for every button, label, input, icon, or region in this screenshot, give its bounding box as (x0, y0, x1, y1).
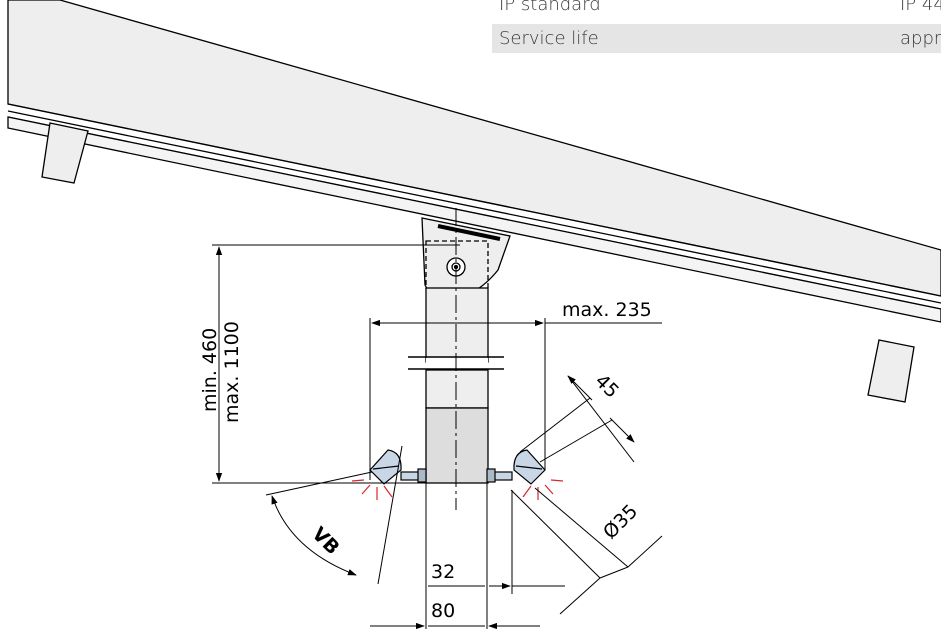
dim-lamp-length: 45 (590, 370, 623, 403)
rail-underside (7, 116, 941, 323)
dim-width-max: max. 235 (562, 299, 652, 321)
pole-base (425, 407, 489, 484)
dim-offset: 32 (431, 561, 455, 583)
dim-beam-angle: VB (307, 523, 343, 559)
dimension-lines (212, 244, 663, 629)
spec-row-service-life: Service life appr (492, 24, 941, 53)
spec-row-ip: IP standard IP 44 (492, 0, 941, 24)
rail-edge (7, 103, 941, 297)
rail-edge (7, 110, 941, 304)
lamp-right (486, 449, 546, 485)
beam-left (351, 479, 393, 500)
dim-lamp-diameter: Ø35 (599, 500, 642, 543)
spec-value: appr (900, 28, 941, 49)
rail-bracket-right (867, 339, 915, 403)
rail-body (7, 0, 941, 297)
dim-height-max: max. 1100 (221, 321, 243, 423)
dim-pole-width: 80 (431, 600, 455, 622)
spec-table: IP standard IP 44 Service life appr (492, 0, 941, 53)
rail-bracket-left (41, 122, 89, 184)
dim-height-min: min. 460 (199, 328, 221, 412)
beam-right (522, 479, 564, 500)
spec-label: Service life (499, 28, 599, 49)
rail (7, 0, 941, 323)
mount-head (421, 217, 511, 300)
spec-label: IP standard (499, 0, 601, 15)
lamp-left (369, 449, 427, 485)
spec-value: IP 44 (900, 0, 941, 15)
